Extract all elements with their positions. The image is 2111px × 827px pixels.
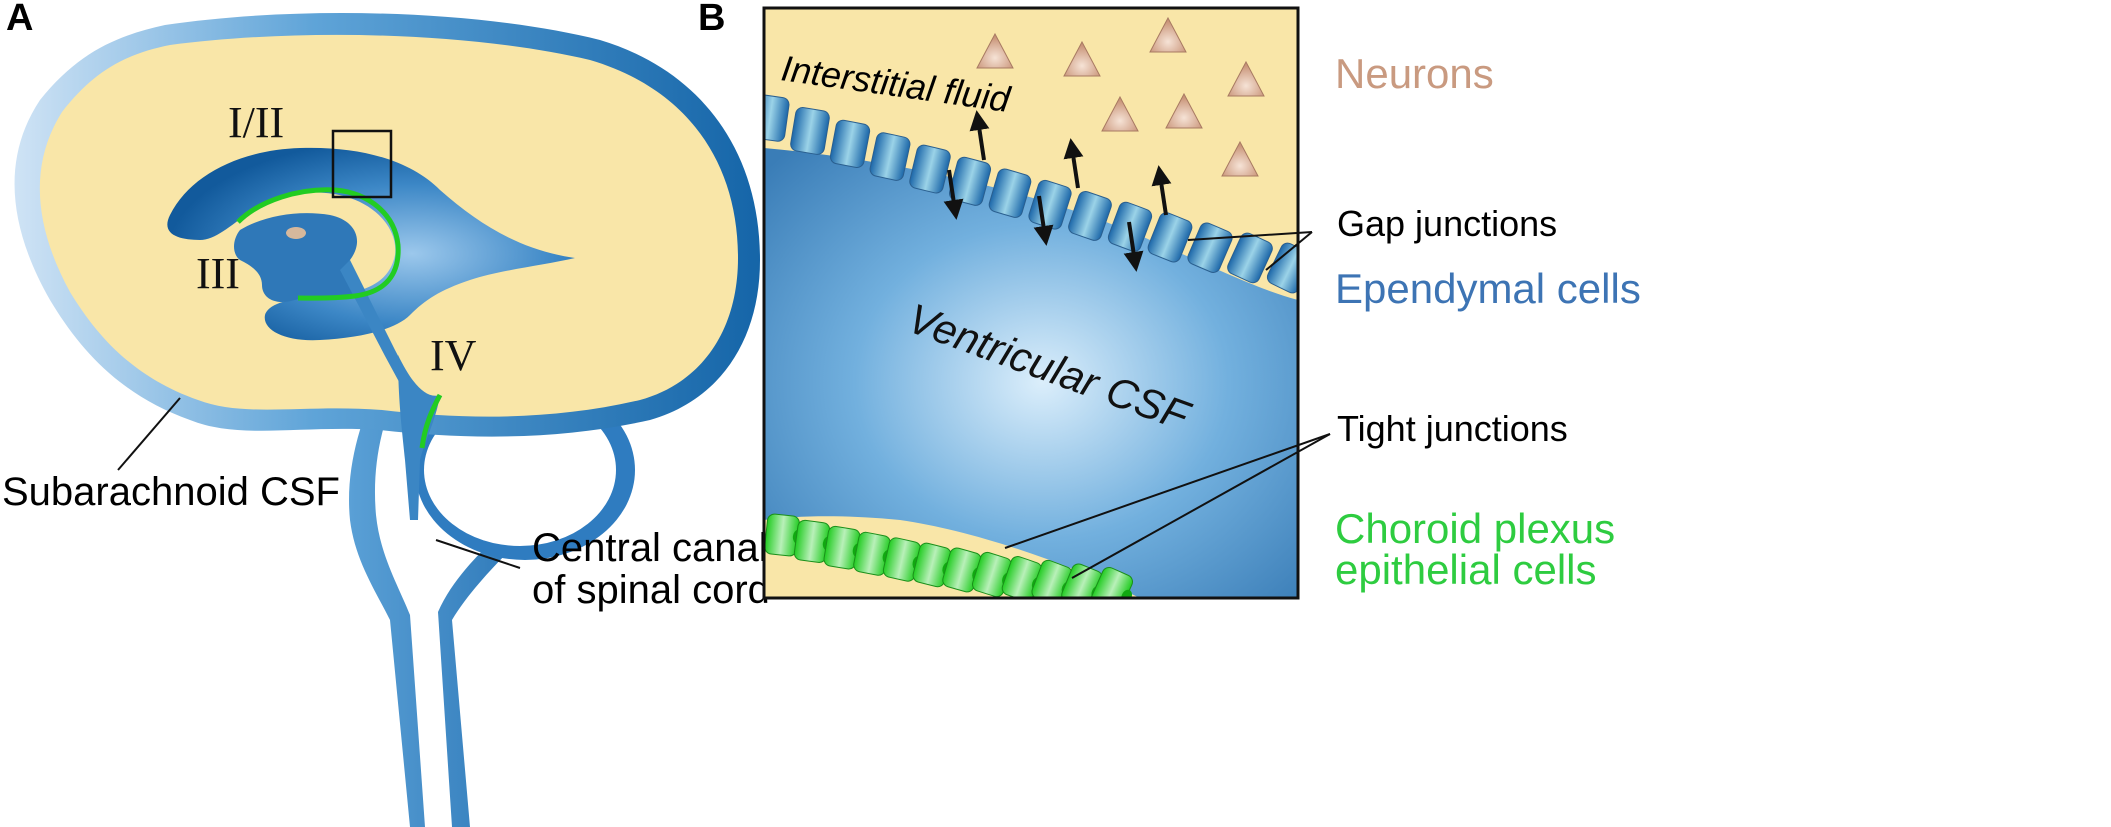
label-fourth-ventricle: IV — [430, 331, 477, 380]
neuron — [1149, 16, 1187, 53]
choroid-plexus-fourth — [419, 393, 443, 449]
zoom-frame — [762, 6, 1300, 600]
neuron — [976, 32, 1014, 69]
neuron — [1221, 140, 1259, 177]
neuron — [1101, 95, 1139, 132]
ependymal-cell — [948, 156, 992, 206]
choroid-plexus-lateral — [236, 187, 401, 301]
ependymal-cell — [764, 94, 790, 142]
leader-tight-2 — [1071, 433, 1331, 579]
label-gap-junctions: Gap junctions — [1337, 203, 1557, 244]
label-central-canal-line1: Central canal — [532, 526, 768, 570]
neuron — [1227, 60, 1265, 97]
label-subarachnoid-csf: Subarachnoid CSF — [2, 470, 340, 514]
fourth-ventricle — [398, 355, 440, 520]
arrow-down — [1123, 221, 1144, 272]
legend-neurons: Neurons — [1335, 50, 1494, 97]
leader-central-canal — [435, 539, 521, 569]
label-central-canal-line2: of spinal cord — [532, 568, 770, 612]
legend-choroid-line1: Choroid plexus — [1335, 505, 1615, 552]
transport-arrows — [943, 110, 1172, 272]
label-third-ventricle: III — [196, 249, 240, 298]
leader-gap-2 — [1265, 231, 1313, 271]
leader-gap-1 — [1187, 231, 1313, 241]
ependymal-cell — [1068, 190, 1112, 241]
neuron — [1063, 40, 1101, 77]
legend-choroid-line2: epithelial cells — [1335, 546, 1596, 593]
ependymal-cell — [869, 132, 911, 181]
arrow-down — [943, 169, 964, 220]
ventricular-csf-region — [764, 148, 1298, 598]
legend-ependymal-cells: Ependymal cells — [1335, 265, 1641, 312]
ependymal-cell — [1266, 242, 1298, 294]
ependymal-cell — [790, 107, 830, 155]
arrow-up — [969, 110, 990, 161]
ependymal-cell — [909, 144, 951, 194]
ependymal-cell — [1227, 232, 1273, 284]
label-tight-junctions: Tight junctions — [1337, 408, 1568, 449]
ependymal-cell — [829, 119, 871, 168]
third-ventricle — [234, 213, 362, 303]
ependymal-cell — [1187, 222, 1233, 273]
ependymal-cell-layer — [764, 94, 1298, 294]
label-lateral-ventricles: I/II — [228, 98, 284, 147]
leader-tight-1 — [1004, 433, 1331, 549]
interthalamic-adhesion — [286, 227, 306, 239]
leader-subarachnoid — [117, 397, 181, 471]
arrow-up — [1151, 165, 1172, 216]
panel-b: B Interstitial fluid Ventricular CSF — [698, 0, 1641, 600]
ependymal-cell — [1147, 212, 1193, 263]
lateral-ventricle — [167, 147, 575, 341]
panel-a-letter: A — [6, 0, 33, 39]
neuron — [1165, 92, 1203, 129]
panel-a: A I/II III IV Subarachnoid CSF — [2, 0, 770, 827]
panel-b-letter: B — [698, 0, 725, 39]
arrow-down — [1033, 195, 1054, 246]
arrow-up — [1063, 138, 1084, 189]
neurons — [976, 16, 1265, 177]
zoom-box — [331, 129, 393, 199]
ependymal-cell — [988, 168, 1032, 218]
